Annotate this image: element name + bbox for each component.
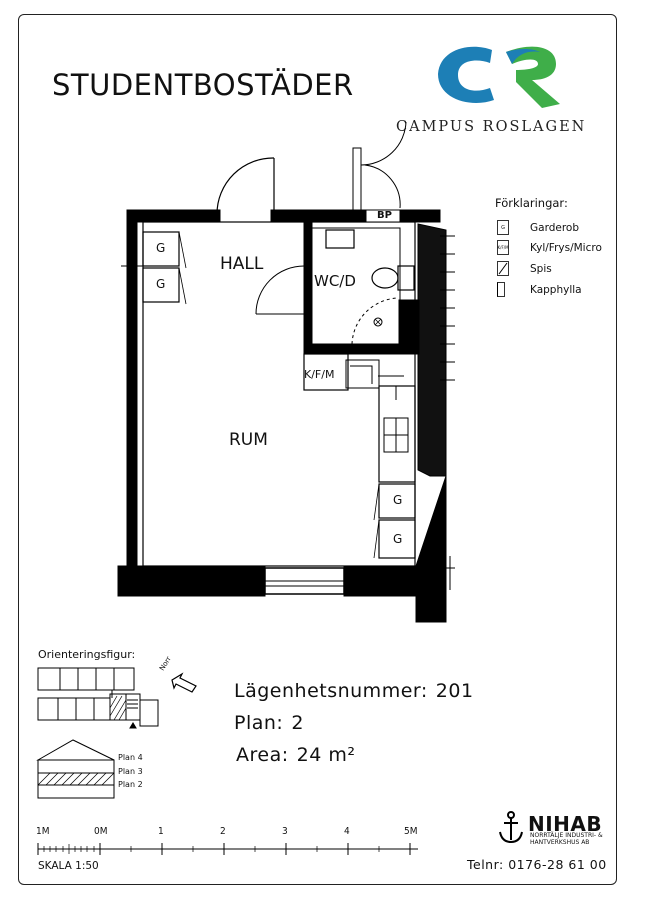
area-label: Area: — [236, 744, 289, 766]
drawing-sheet — [18, 14, 617, 885]
scale-name: SKALA 1:50 — [38, 860, 99, 872]
bp-label: BP — [377, 210, 392, 221]
plan-value: 2 — [291, 712, 304, 734]
room-label-rum: RUM — [229, 430, 268, 450]
legend-item-kapphylla: Kapphylla — [497, 282, 582, 297]
phone-number: Telnr: 0176-28 61 00 — [467, 857, 607, 872]
brand-name: CAMPUS ROSLAGEN — [396, 119, 587, 135]
garderob-label: G — [393, 493, 403, 507]
legend-symbol: K/F/M — [497, 240, 509, 255]
legend-title: Förklaringar: — [495, 196, 568, 210]
legend-item-garderob: G Garderob — [497, 220, 579, 235]
plan-row: Plan: 2 — [234, 712, 304, 734]
scale-tick-label: 1M — [36, 826, 50, 837]
garderob-label: G — [156, 277, 166, 291]
coat-rack-icon — [497, 282, 505, 297]
legend-label: Garderob — [530, 221, 580, 234]
company-subtitle: NORRTÄLJE INDUSTRI- & HANTVERKSHUS AB — [530, 832, 603, 846]
legend-label: Kyl/Frys/Micro — [530, 241, 602, 254]
room-label-wc: WC/D — [314, 272, 356, 290]
garderob-label: G — [156, 241, 166, 255]
room-label-hall: HALL — [220, 254, 264, 274]
apartment-number-label: Lägenhetsnummer: — [234, 680, 428, 702]
area-value: 24 m² — [296, 744, 356, 766]
scale-tick-label: 2 — [220, 826, 226, 837]
apartment-number-value: 201 — [435, 680, 474, 702]
legend-label: Spis — [530, 262, 552, 275]
page-title: STUDENTBOSTÄDER — [52, 68, 354, 102]
anchor-icon — [499, 811, 523, 844]
scale-tick-label: 1 — [158, 826, 164, 837]
legend-item-spis: Spis — [497, 261, 552, 276]
company-name: NIHAB — [528, 812, 603, 836]
apartment-number-row: Lägenhetsnummer: 201 — [234, 680, 474, 702]
plan-label: Plan: — [234, 712, 284, 734]
kfm-label: K/F/M — [304, 368, 335, 381]
stove-icon — [497, 261, 509, 276]
scale-tick-label: 3 — [282, 826, 288, 837]
legend-symbol: G — [497, 220, 509, 235]
scale-tick-label: 4 — [344, 826, 350, 837]
campus-roslagen-logo — [438, 46, 560, 108]
legend-item-kfm: K/F/M Kyl/Frys/Micro — [497, 240, 602, 255]
scale-tick-label: 0M — [94, 826, 108, 837]
legend-label: Kapphylla — [530, 283, 582, 296]
floor-label: Plan 3 — [118, 767, 143, 776]
floor-label: Plan 4 — [118, 753, 143, 762]
floor-label: Plan 2 — [118, 780, 143, 789]
orientation-title: Orienteringsfigur: — [38, 648, 136, 661]
area-row: Area: 24 m² — [236, 744, 355, 766]
garderob-label: G — [393, 532, 403, 546]
scale-tick-label: 5M — [404, 826, 418, 837]
